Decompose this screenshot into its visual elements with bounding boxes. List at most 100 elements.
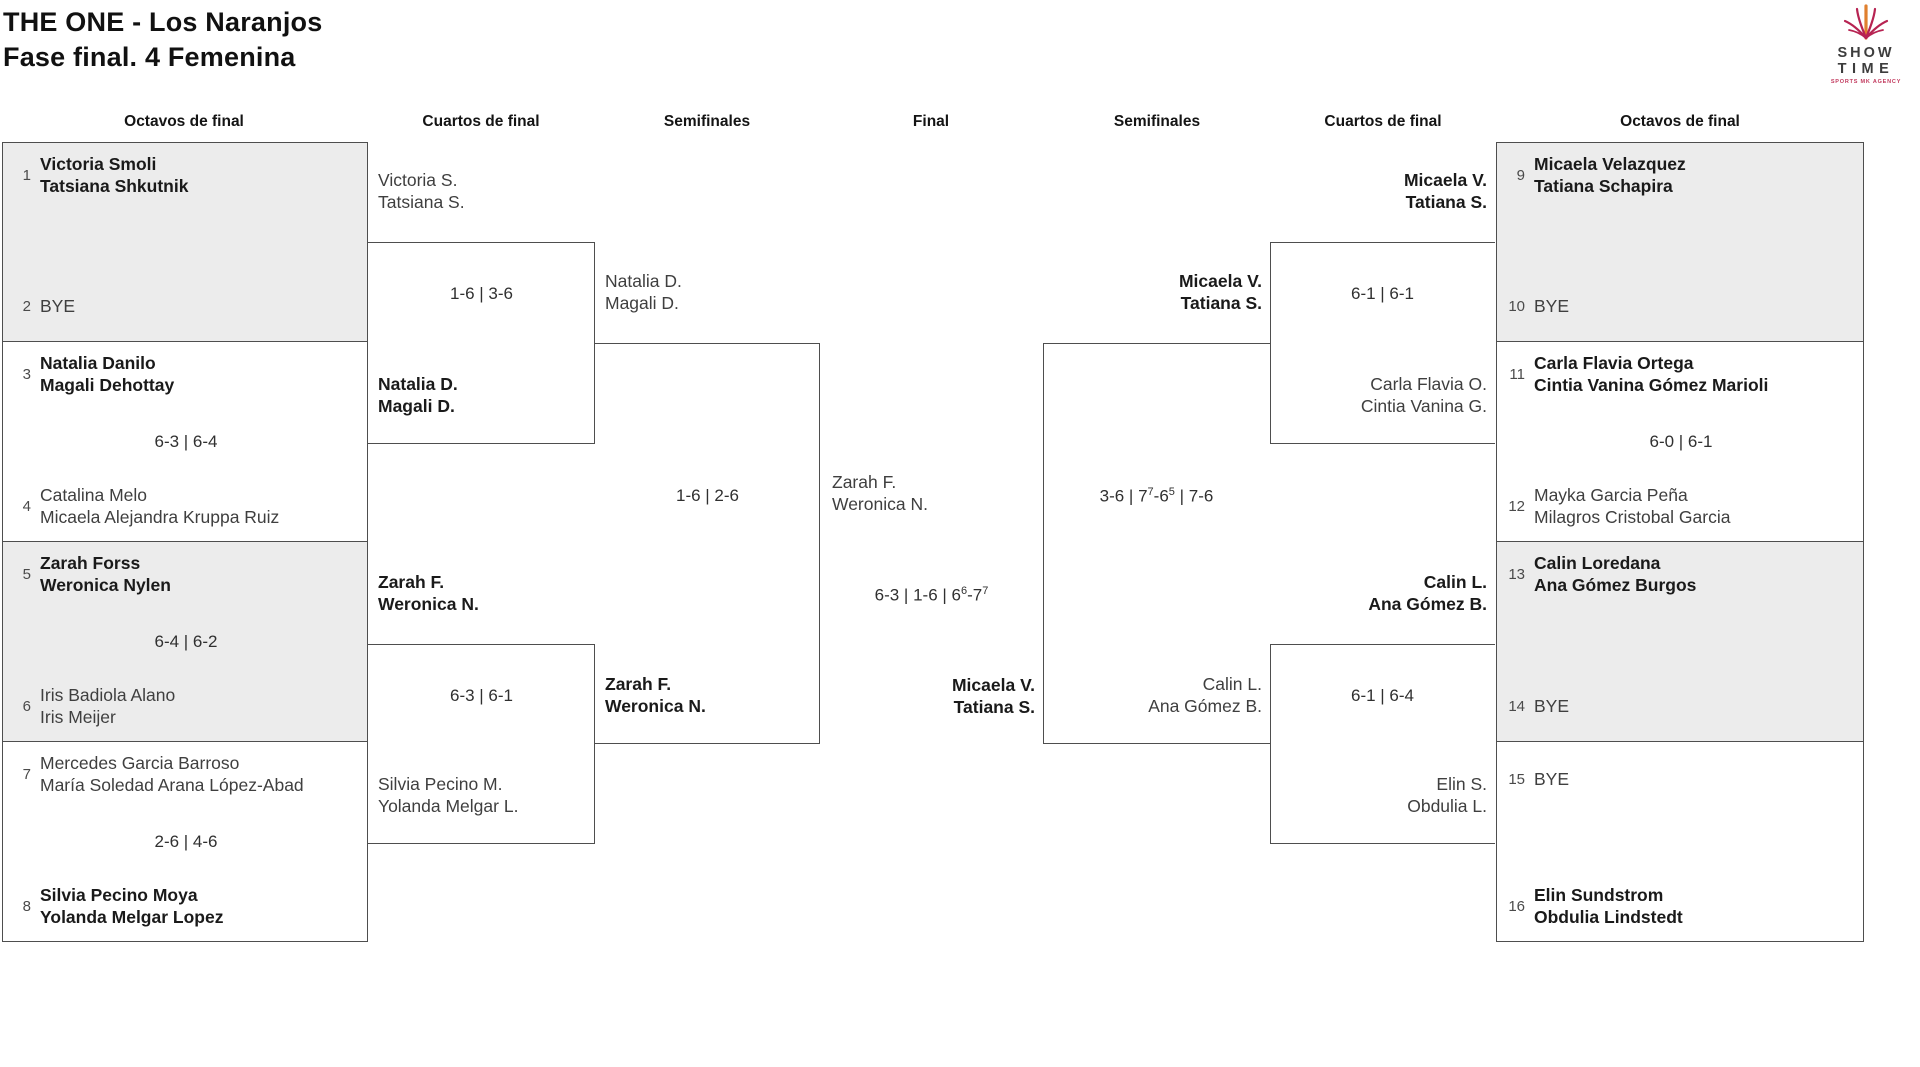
seed-number: 10 <box>1508 297 1525 315</box>
seed-number: 1 <box>22 167 31 184</box>
player-name: Elin S. <box>1436 774 1487 794</box>
player-name: Tatiana Schapira <box>1534 175 1673 196</box>
advancing-team-label: Natalia D.Magali D. <box>378 374 458 417</box>
player-name: Micaela V. <box>1403 170 1487 190</box>
player-name: BYE <box>40 295 76 316</box>
seed-number: 7 <box>22 766 31 783</box>
player-name: Silvia Pecino M. <box>378 774 503 794</box>
match-score: 3-6 | 77-65 | 7-6 <box>1099 486 1214 506</box>
advancing-team-label: Micaela V.Tatiana S. <box>1404 170 1487 213</box>
seed-number: 8 <box>22 898 31 915</box>
seed-number: 13 <box>1508 566 1525 583</box>
team-names: BYE <box>1534 696 1569 718</box>
player-name: Weronica N. <box>378 593 479 614</box>
match-score: 6-1 | 6-1 <box>1350 284 1414 303</box>
seed-number: 4 <box>22 498 31 515</box>
player-name: Tatiana S. <box>953 696 1035 717</box>
advancing-team-label: Natalia D.Magali D. <box>605 271 682 314</box>
player-name: Iris Meijer <box>40 706 116 727</box>
bracket-connector <box>368 644 595 844</box>
player-name: Tatsiana Shkutnik <box>40 175 189 196</box>
seed-number: 5 <box>22 566 31 583</box>
round-header: Octavos de final <box>124 113 244 130</box>
round-header: Semifinales <box>1113 113 1201 130</box>
player-name: Victoria Smoli <box>40 154 157 174</box>
seed-number: 3 <box>22 366 31 383</box>
player-name: Zarah Forss <box>40 553 141 573</box>
player-name: Calin L. <box>1423 572 1487 592</box>
tournament-phase: Fase final. 4 Femenina <box>3 42 296 72</box>
player-name: Zarah F. <box>378 572 445 592</box>
player-name: Micaela Velazquez <box>1534 154 1686 174</box>
team-names: BYE <box>1534 296 1569 318</box>
player-name: Catalina Melo <box>40 485 147 505</box>
round-header: Cuartos de final <box>1324 113 1442 130</box>
player-name: Ana Gómez B. <box>1148 695 1262 716</box>
bracket-connector <box>1270 242 1495 444</box>
seed-number: 16 <box>1508 898 1525 915</box>
player-name: Tatiana S. <box>1180 292 1262 313</box>
player-name: Yolanda Melgar Lopez <box>40 906 224 927</box>
advancing-team-label: Calin L.Ana Gómez B. <box>1368 572 1487 615</box>
seed-number: 6 <box>22 698 31 715</box>
player-name: Natalia Danilo <box>40 353 156 373</box>
seed-number: 14 <box>1508 697 1525 715</box>
advancing-team-label: Elin S.Obdulia L. <box>1407 774 1487 817</box>
player-name: Zarah F. <box>605 674 672 694</box>
bracket-connector <box>368 242 595 444</box>
tournament-name: THE ONE - Los Naranjos <box>3 7 323 37</box>
seed-number: 12 <box>1508 498 1525 515</box>
player-name: Weronica N. <box>832 493 928 514</box>
advancing-team-label: Zarah F.Weronica N. <box>378 572 479 615</box>
player-name: Cintia Vanina G. <box>1360 395 1487 416</box>
final-team-left: Zarah F.Weronica N. <box>832 472 928 515</box>
brand-name-show: SHOW <box>1837 45 1895 61</box>
player-name: Victoria S. <box>378 170 458 190</box>
match-score: 6-3 | 6-1 <box>449 686 513 705</box>
player-name: Micaela V. <box>951 675 1035 695</box>
round-header: Octavos de final <box>1620 113 1740 130</box>
round-header: Final <box>912 113 950 130</box>
player-name: Yolanda Melgar L. <box>378 795 519 816</box>
player-name: Milagros Cristobal Garcia <box>1534 506 1731 527</box>
player-name: Mercedes Garcia Barroso <box>40 753 240 773</box>
player-name: BYE <box>1534 769 1570 789</box>
advancing-team-label: Micaela V.Tatiana S. <box>1179 271 1262 314</box>
round-header: Cuartos de final <box>422 113 540 130</box>
player-name: Zarah F. <box>832 472 897 492</box>
team-entry: 10 BYE <box>1503 296 1859 318</box>
player-name: Magali Dehottay <box>40 374 175 395</box>
player-name: Obdulia Lindstedt <box>1534 906 1683 927</box>
match-score: 2-6 | 4-6 <box>154 832 218 851</box>
final-team-right: Micaela V.Tatiana S. <box>952 675 1035 718</box>
round-header: Semifinales <box>663 113 751 130</box>
player-name: Calin Loredana <box>1534 553 1661 573</box>
match-score: 1-6 | 3-6 <box>449 284 513 303</box>
player-name: Magali D. <box>605 292 679 313</box>
player-name: BYE <box>1534 295 1570 316</box>
advancing-team-label: Victoria S.Tatsiana S. <box>378 170 465 213</box>
tournament-title: THE ONE - Los Naranjos Fase final. 4 Fem… <box>3 5 322 75</box>
team-names: BYE <box>1534 769 1569 791</box>
final-score: 6-3 | 1-6 | 66-77 <box>874 585 989 605</box>
player-name: Carla Flavia Ortega <box>1534 353 1694 373</box>
player-name: Ana Gómez B. <box>1368 593 1487 614</box>
